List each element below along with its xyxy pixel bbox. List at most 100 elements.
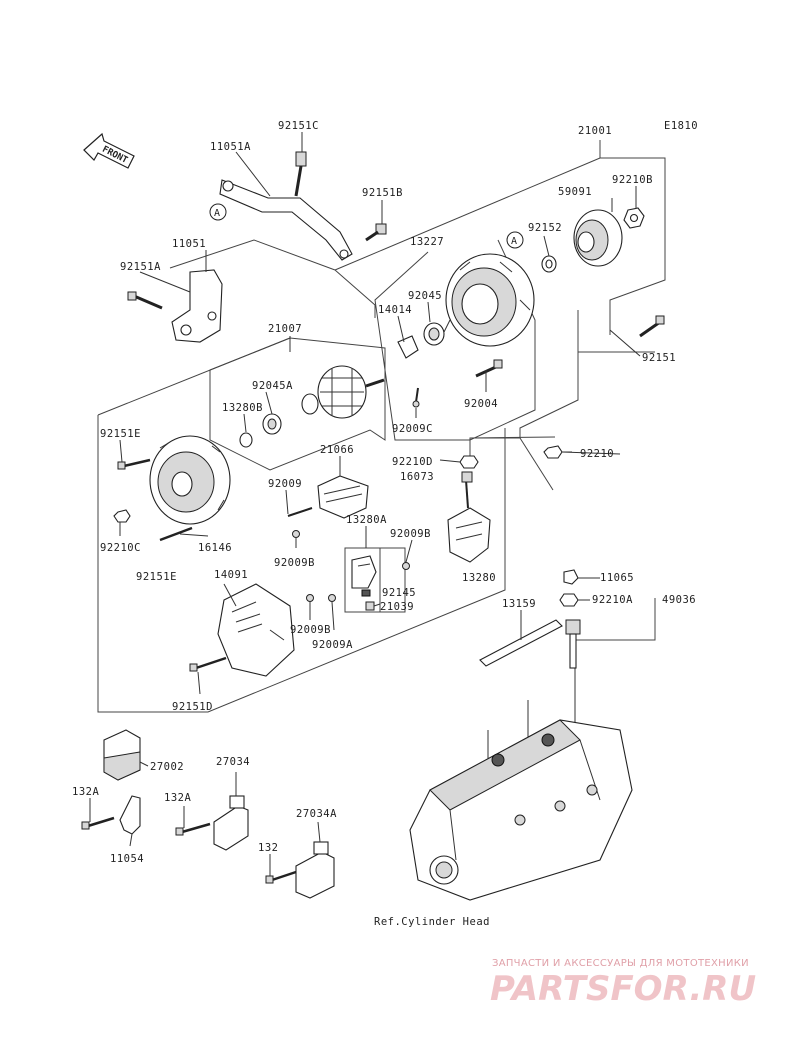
label-92009c: 92009C xyxy=(392,423,433,435)
regulator-13280a xyxy=(351,555,377,589)
label-11065: 11065 xyxy=(600,572,634,584)
label-27002: 27002 xyxy=(150,761,184,773)
label-92151: 92151 xyxy=(642,352,676,364)
bolt-92151c xyxy=(294,151,307,197)
label-92004: 92004 xyxy=(464,398,498,410)
circle-marker-a-1: A xyxy=(209,203,227,221)
leader-lines xyxy=(89,132,641,876)
label-92152: 92152 xyxy=(528,222,562,234)
bolt-132a-1 xyxy=(81,816,115,830)
screw-92009b-1 xyxy=(292,530,300,538)
bearing-92045 xyxy=(423,322,445,346)
circle-marker-a-2: A xyxy=(506,231,524,249)
label-11054: 11054 xyxy=(110,853,144,865)
diagram-code: E1810 xyxy=(664,120,698,132)
label-92009b-3: 92009B xyxy=(290,624,331,636)
watermark-tagline: ЗАПЧАСТИ И АКСЕССУАРЫ ДЛЯ МОТОТЕХНИКИ xyxy=(492,958,749,969)
rear-cover-14091 xyxy=(217,583,295,677)
label-21001: 21001 xyxy=(578,125,612,137)
label-92009b-2: 92009B xyxy=(274,557,315,569)
watermark: ЗАПЧАСТИ И АКСЕССУАРЫ ДЛЯ МОТОТЕХНИКИ PA… xyxy=(490,958,756,1009)
bolt-92151d xyxy=(189,656,227,672)
part-labels: 21001 92151C 11051A 92151B 59091 92210B … xyxy=(72,120,696,928)
label-21039: 21039 xyxy=(380,601,414,613)
label-14014: 14014 xyxy=(378,304,412,316)
lead-13159 xyxy=(479,619,563,667)
bolt-92151e-top xyxy=(117,458,151,470)
label-92009b-1: 92009B xyxy=(390,528,431,540)
front-housing-13227 xyxy=(443,253,535,347)
label-92210a: 92210A xyxy=(592,594,633,606)
nut-92210c xyxy=(113,509,131,523)
nut-11065 xyxy=(563,569,579,585)
screw-92009a xyxy=(328,594,336,602)
bolt-92151a xyxy=(127,291,163,310)
screw-92009b-2 xyxy=(402,562,410,570)
rectifier-13280 xyxy=(447,479,491,563)
label-11051: 11051 xyxy=(172,238,206,250)
label-92009a: 92009A xyxy=(312,639,353,651)
bolt-92151b xyxy=(365,223,387,242)
clip-92145 xyxy=(361,589,371,597)
label-13280b: 13280B xyxy=(222,402,263,414)
label-92210: 92210 xyxy=(580,448,614,460)
label-16073: 16073 xyxy=(400,471,434,483)
label-ref-cylinder-head: Ref.Cylinder Head xyxy=(374,916,490,928)
label-92151e-top: 92151E xyxy=(100,428,141,440)
spacer-21039 xyxy=(365,601,375,611)
label-132a-1: 132A xyxy=(72,786,99,798)
glow-plug-49036 xyxy=(565,619,581,669)
label-13159: 13159 xyxy=(502,598,536,610)
svg-text:A: A xyxy=(214,208,220,219)
label-49036: 49036 xyxy=(662,594,696,606)
bracket-11051a xyxy=(219,179,353,261)
bracket-11051 xyxy=(171,269,223,343)
label-92210d: 92210D xyxy=(392,456,433,468)
label-92151a: 92151A xyxy=(120,261,161,273)
front-arrow-icon: FRONT xyxy=(83,132,135,169)
label-13280a: 13280A xyxy=(346,514,387,526)
rotor-21007 xyxy=(301,365,385,419)
label-92210c: 92210C xyxy=(100,542,141,554)
label-92151c: 92151C xyxy=(278,120,319,132)
plate-14014 xyxy=(397,335,419,359)
nut-92210a xyxy=(559,593,579,607)
nut-92210 xyxy=(543,445,563,459)
label-11051a: 11051A xyxy=(210,141,251,153)
label-13227: 13227 xyxy=(410,236,444,248)
label-132a-2: 132A xyxy=(164,792,191,804)
bolt-16146-lower xyxy=(159,526,193,542)
label-132: 132 xyxy=(258,842,278,854)
label-13280: 13280 xyxy=(462,572,496,584)
screw-92009 xyxy=(287,507,313,517)
label-92045: 92045 xyxy=(408,290,442,302)
bolt-92151 xyxy=(639,315,665,338)
bearing-13280b xyxy=(239,432,253,448)
rear-housing-16146 xyxy=(149,435,231,525)
label-92151b: 92151B xyxy=(362,187,403,199)
label-92151e-bot: 92151E xyxy=(136,571,177,583)
relay-27002 xyxy=(103,729,141,781)
label-92009: 92009 xyxy=(268,478,302,490)
screw-92009b-3 xyxy=(306,594,314,602)
screw-92009c xyxy=(412,387,420,408)
label-27034a: 27034A xyxy=(296,808,337,820)
label-92151d: 92151D xyxy=(172,701,213,713)
bolt-92004 xyxy=(475,359,503,378)
nut-92210b xyxy=(623,207,645,229)
bolt-132a-2 xyxy=(175,822,211,836)
cylinder-head xyxy=(409,719,633,901)
label-59091: 59091 xyxy=(558,186,592,198)
label-16146: 16146 xyxy=(198,542,232,554)
bracket-11054 xyxy=(119,795,141,835)
relay-27034 xyxy=(213,795,249,851)
label-27034: 27034 xyxy=(216,756,250,768)
watermark-logo: PARTSFOR.RU xyxy=(490,969,756,1009)
svg-text:A: A xyxy=(511,236,517,247)
label-21066: 21066 xyxy=(320,444,354,456)
label-21007: 21007 xyxy=(268,323,302,335)
washer-92152 xyxy=(541,255,557,273)
label-92145: 92145 xyxy=(382,587,416,599)
bearing-92045a xyxy=(262,413,282,435)
